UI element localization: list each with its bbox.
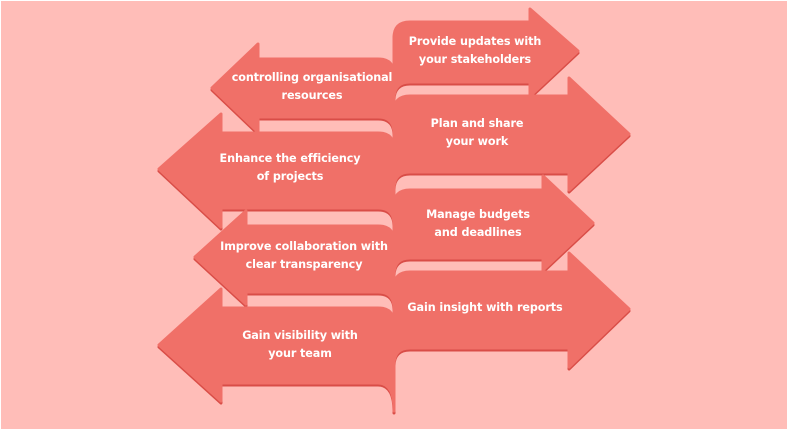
label-line: Improve collaboration with bbox=[220, 240, 388, 253]
arrow-right-budgets bbox=[392, 174, 595, 293]
label-line: your stakeholders bbox=[418, 53, 532, 66]
label-line: of projects bbox=[256, 170, 324, 183]
label-budgets: Manage budgets and deadlines bbox=[426, 206, 530, 242]
label-plan: Plan and share your work bbox=[431, 115, 524, 151]
label-updates: Provide updates with your stakeholders bbox=[409, 33, 542, 69]
label-visibility: Gain visibility with your team bbox=[242, 327, 358, 363]
label-line: your work bbox=[445, 135, 509, 148]
label-line: Plan and share bbox=[430, 117, 524, 130]
label-line: Gain visibility with bbox=[242, 329, 358, 342]
label-improve: Improve collaboration with clear transpa… bbox=[220, 238, 388, 274]
label-controlling: controlling organisational resources bbox=[232, 69, 393, 105]
arrow-right-updates bbox=[392, 7, 580, 123]
arrow-right-insight bbox=[392, 251, 631, 413]
label-line: Gain insight with reports bbox=[407, 301, 563, 314]
arrow-left-enhance bbox=[157, 112, 396, 229]
arrow-left-visibility bbox=[157, 287, 396, 411]
label-insight: Gain insight with reports bbox=[407, 299, 562, 317]
label-line: Provide updates with bbox=[408, 35, 542, 48]
label-line: clear transparency bbox=[245, 258, 363, 271]
label-enhance: Enhance the efficiency of projects bbox=[220, 150, 361, 186]
arrow-right-plan bbox=[392, 76, 631, 213]
label-line: your team bbox=[268, 347, 332, 360]
label-line: Manage budgets bbox=[426, 208, 530, 221]
label-line: controlling organisational bbox=[231, 71, 393, 84]
arrow-left-controlling bbox=[210, 42, 396, 135]
label-line: resources bbox=[281, 89, 343, 102]
arrow-left-improve bbox=[193, 209, 396, 310]
label-line: and deadlines bbox=[434, 226, 522, 239]
label-line: Enhance the efficiency bbox=[219, 152, 361, 165]
